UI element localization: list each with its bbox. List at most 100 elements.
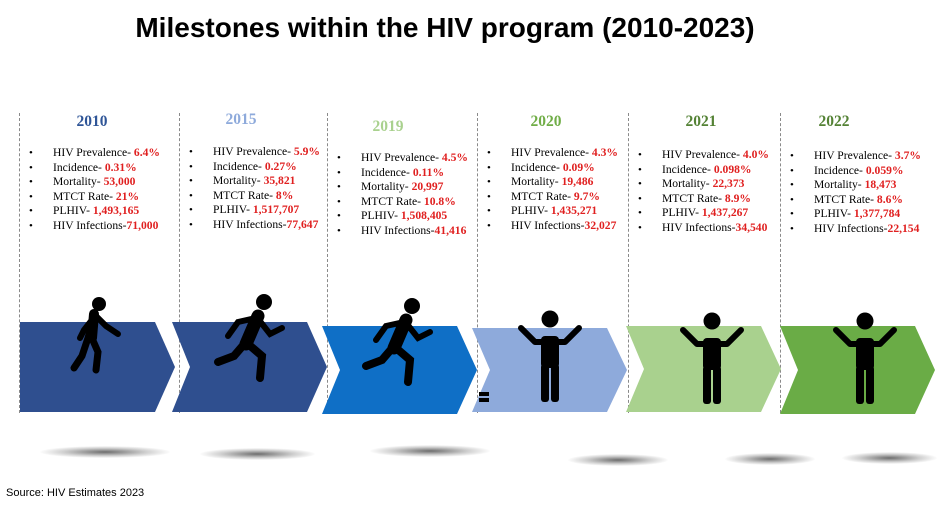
- stat-value: 0.31%: [104, 160, 137, 174]
- stat-item: MTCT Rate- 8.6%: [790, 193, 921, 208]
- stat-item: Incidence- 0.098%: [638, 163, 769, 178]
- stat-item: Mortality- 19,486: [487, 175, 618, 190]
- stat-value: 8.9%: [724, 191, 751, 205]
- stat-label: PLHIV-: [53, 204, 93, 218]
- stat-label: Mortality-: [53, 175, 104, 189]
- stat-label: HIV Infections-: [361, 223, 435, 237]
- stat-value: 0.11%: [412, 165, 445, 179]
- stat-item: MTCT Rate- 8.9%: [638, 192, 769, 207]
- stat-item: Mortality- 22,373: [638, 177, 769, 192]
- milestone-year: 2022: [818, 113, 850, 130]
- stat-label: HIV Prevalence-: [511, 146, 592, 159]
- stat-value: 1,435,271: [550, 204, 598, 218]
- stat-item: PLHIV- 1,377,784: [790, 207, 921, 222]
- walking-person-icon: [62, 294, 132, 379]
- stat-value: 5.9%: [293, 145, 321, 158]
- chevron-shadow: [842, 452, 937, 464]
- page-title: Milestones within the HIV program (2010-…: [135, 12, 755, 43]
- stat-label: MTCT Rate-: [53, 189, 116, 203]
- stat-value: 1,493,165: [92, 204, 140, 218]
- stat-value: 10.8%: [423, 194, 456, 208]
- milestone-year: 2021: [685, 113, 717, 130]
- stat-value: 22,154: [887, 221, 920, 235]
- column-divider: [477, 113, 478, 413]
- stat-item: HIV Infections-34,540: [638, 221, 769, 236]
- stat-value: 22,373: [712, 177, 745, 191]
- stat-item: HIV Prevalence- 6.4%: [29, 146, 160, 161]
- stat-item: Mortality- 18,473: [790, 178, 921, 193]
- stat-item: PLHIV- 1,517,707: [189, 203, 320, 218]
- chevron-arrow: [172, 322, 327, 412]
- stat-value: 6.4%: [133, 146, 161, 159]
- milestone-stats-list: HIV Prevalence- 4.0%Incidence- 0.098%Mor…: [638, 148, 769, 236]
- stat-item: HIV Prevalence- 4.0%: [638, 148, 769, 163]
- stat-item: HIV Infections-41,416: [337, 224, 468, 239]
- running-person-icon: [212, 292, 292, 389]
- stat-label: Incidence-: [662, 162, 714, 176]
- stat-value: 0.27%: [264, 159, 297, 173]
- stat-value: 9.7%: [573, 189, 600, 203]
- stat-label: MTCT Rate-: [361, 194, 424, 208]
- stat-value: 8%: [275, 188, 294, 202]
- stat-item: PLHIV- 1,437,267: [638, 206, 769, 221]
- stat-value: 53,000: [103, 175, 136, 189]
- stat-label: MTCT Rate-: [511, 189, 574, 203]
- arms-raised-person-icon: [515, 310, 585, 409]
- stat-label: Mortality-: [361, 180, 412, 194]
- stat-label: Mortality-: [814, 178, 865, 192]
- stat-item: Mortality- 53,000: [29, 175, 160, 190]
- arms-raised-person-icon: [830, 312, 900, 411]
- column-divider: [628, 113, 629, 413]
- stat-label: PLHIV-: [814, 207, 854, 221]
- milestone-year: 2010: [76, 113, 108, 130]
- chevron-arrow: [472, 328, 627, 412]
- stat-label: Mortality-: [213, 174, 264, 188]
- stat-value: 0.098%: [713, 162, 752, 176]
- stat-label: Incidence-: [213, 159, 265, 173]
- stat-label: PLHIV-: [213, 203, 253, 217]
- chevron-shape: [172, 322, 327, 412]
- stat-item: HIV Prevalence- 4.5%: [337, 151, 468, 166]
- stat-value: 8.6%: [876, 192, 903, 206]
- stat-value: 4.3%: [591, 146, 619, 159]
- stat-label: HIV Prevalence-: [662, 148, 743, 161]
- stat-label: HIV Infections-: [814, 221, 888, 235]
- milestone-stats-list: HIV Prevalence- 5.9%Incidence- 0.27%Mort…: [189, 145, 320, 233]
- stat-value: 1,437,267: [701, 206, 749, 220]
- stat-item: HIV Prevalence- 5.9%: [189, 145, 320, 160]
- stat-label: Mortality-: [511, 175, 562, 189]
- stat-value: 19,486: [561, 175, 594, 189]
- stat-item: Mortality- 20,997: [337, 180, 468, 195]
- stat-item: Incidence- 0.059%: [790, 164, 921, 179]
- stat-value: 0.059%: [865, 163, 904, 177]
- stat-item: MTCT Rate- 21%: [29, 190, 160, 205]
- chevron-shape: [472, 328, 627, 412]
- stat-value: 3.7%: [894, 149, 922, 162]
- chevron-shadow: [370, 445, 490, 457]
- milestone-stats-list: HIV Prevalence- 4.5%Incidence- 0.11%Mort…: [337, 151, 468, 239]
- stat-item: HIV Infections-71,000: [29, 219, 160, 234]
- stat-label: HIV Infections-: [662, 220, 736, 234]
- equals-mark: [479, 392, 489, 404]
- stat-label: PLHIV-: [662, 206, 702, 220]
- stat-label: Incidence-: [511, 160, 563, 174]
- chevron-arrow: [322, 326, 477, 414]
- stat-value: 1,508,405: [400, 209, 448, 223]
- stat-item: PLHIV- 1,508,405: [337, 209, 468, 224]
- stat-item: HIV Infections-22,154: [790, 222, 921, 237]
- stat-value: 1,377,784: [853, 207, 901, 221]
- column-divider: [19, 113, 20, 413]
- stat-item: Incidence- 0.09%: [487, 161, 618, 176]
- stat-value: 20,997: [411, 180, 444, 194]
- stat-value: 4.0%: [742, 148, 770, 161]
- column-divider: [780, 113, 781, 413]
- stat-label: HIV Infections-: [511, 218, 585, 232]
- stat-label: HIV Infections-: [53, 218, 127, 232]
- milestone-stats-list: HIV Prevalence- 3.7%Incidence- 0.059%Mor…: [790, 149, 921, 237]
- stat-label: PLHIV-: [511, 204, 551, 218]
- stat-value: 35,821: [263, 174, 296, 188]
- stat-item: MTCT Rate- 9.7%: [487, 190, 618, 205]
- arms-raised-person-icon: [677, 312, 747, 411]
- stat-label: HIV Prevalence-: [53, 146, 134, 159]
- stat-label: PLHIV-: [361, 209, 401, 223]
